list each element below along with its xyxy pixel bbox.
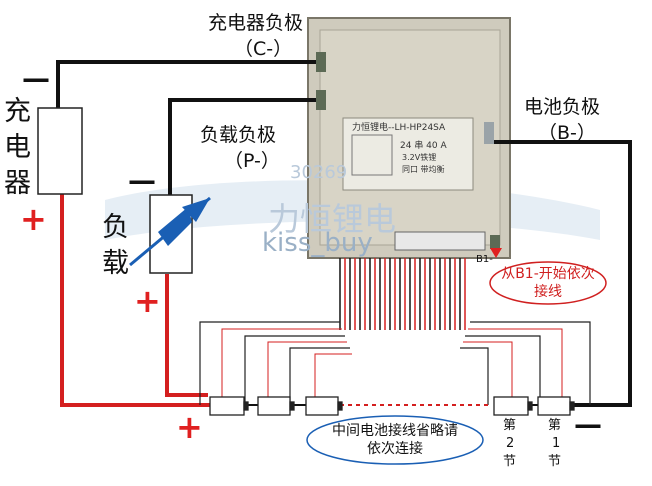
watermark-numbers: 30269: [290, 162, 348, 183]
middle-note-bubble: [306, 415, 484, 465]
pack-plus-sign: +: [176, 408, 203, 446]
charger-plus-sign: +: [20, 200, 47, 238]
board-text-spec: 24 串 40 A: [400, 141, 447, 151]
board-text-port: 同口 带均衡: [402, 165, 445, 174]
cell-2-label-a: 第: [503, 418, 517, 433]
load-minus-sign: —: [128, 164, 156, 197]
load-negative-code: （P-）: [224, 150, 280, 172]
start-note-bubble: [489, 261, 607, 305]
charger-label-1: 充: [4, 96, 31, 127]
cell-22: [305, 396, 339, 416]
b1-tag: B1-: [476, 254, 493, 265]
balance-wire-bundle: [339, 258, 466, 330]
cell-24: [209, 396, 245, 416]
sense-wires: [199, 321, 591, 405]
battery-negative-label: 电池负极: [524, 96, 601, 118]
charger-negative-label: 充电器负极: [208, 12, 304, 34]
cell-2: [493, 396, 529, 416]
load-negative-label: 负载负极: [200, 124, 277, 146]
charger-label-2: 电: [4, 132, 31, 163]
charger-box: [37, 107, 83, 195]
watermark-site: kiss_buy: [262, 228, 373, 258]
cell-2-label-c: 节: [503, 454, 517, 469]
battery-cells: [209, 396, 575, 416]
negative-wires: [56, 60, 632, 407]
cell-1: [537, 396, 571, 416]
load-label-2: 载: [102, 248, 129, 279]
pack-minus-sign: —: [574, 408, 602, 441]
positive-wires: [60, 194, 210, 407]
charger-minus-sign: —: [22, 62, 50, 95]
watermark-brand: 力恒锂电: [268, 200, 397, 238]
cell-1-label-b: 1: [552, 436, 561, 451]
board-text-chem: 3.2V铁锂: [402, 153, 437, 162]
middle-note-text: 中间电池接线省略请依次连接: [332, 423, 458, 457]
charger-label-3: 器: [4, 168, 31, 199]
charger-negative-code: （C-）: [234, 38, 293, 60]
b1-marker: [490, 248, 502, 258]
load-plus-sign: +: [134, 282, 161, 320]
bms-board: [307, 17, 511, 259]
cell-1-label-c: 节: [548, 454, 562, 469]
battery-negative-code: （B-）: [538, 122, 596, 144]
start-note-text: 从B1-开始依次接线: [501, 266, 595, 300]
board-text-model: 力恒锂电--LH-HP24SA: [352, 123, 446, 133]
sense-wires-red: [221, 328, 563, 405]
load-box: [129, 194, 211, 274]
load-label-1: 负: [102, 212, 129, 243]
cell-2-label-b: 2: [506, 436, 515, 451]
cell-23: [257, 396, 291, 416]
cell-1-label-a: 第: [548, 418, 562, 433]
